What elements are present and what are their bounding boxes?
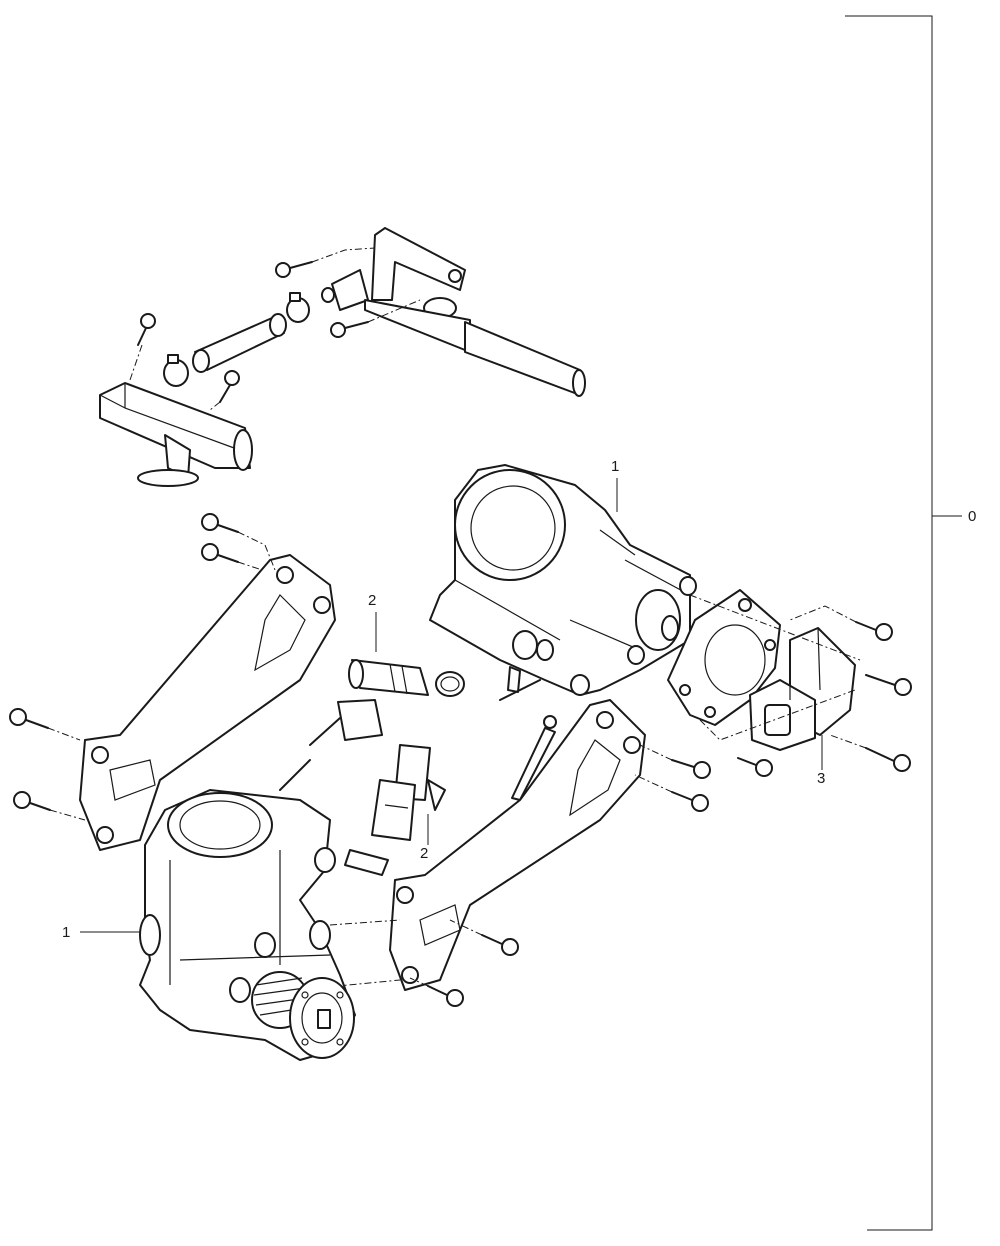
screw [671, 759, 711, 779]
screw [201, 513, 239, 533]
screw [481, 934, 519, 956]
callout-injector-lower: 2 [420, 845, 428, 862]
screw [671, 791, 709, 812]
screw [330, 321, 369, 338]
screw [9, 708, 49, 729]
screw [219, 370, 240, 403]
callout-throttle-body-upper: 1 [611, 458, 619, 475]
fuel-rail-assembly [99, 227, 586, 487]
hose-clamp [163, 354, 189, 387]
hose-clamp [286, 292, 310, 323]
screw [275, 261, 313, 278]
screw [13, 791, 51, 811]
callout-injector-upper: 2 [368, 592, 376, 609]
screw [865, 747, 911, 772]
fuel-injector-lower [344, 744, 446, 876]
fuel-injector-upper [337, 659, 465, 741]
screw [137, 313, 156, 346]
callout-throttle-body-lower: 1 [62, 924, 70, 941]
screw [855, 621, 893, 641]
callout-assembly: 0 [968, 508, 976, 525]
screw [865, 674, 912, 696]
callout-position-sensor: 3 [817, 770, 825, 787]
assembly-bracket [845, 15, 962, 1231]
screw [737, 757, 773, 777]
screw [427, 985, 464, 1007]
screw [201, 543, 239, 563]
throttle-gasket [667, 589, 781, 726]
mounting-bracket-left [79, 554, 336, 851]
throttle-body-upper [429, 464, 697, 696]
throttle-body-lower [139, 789, 356, 1061]
